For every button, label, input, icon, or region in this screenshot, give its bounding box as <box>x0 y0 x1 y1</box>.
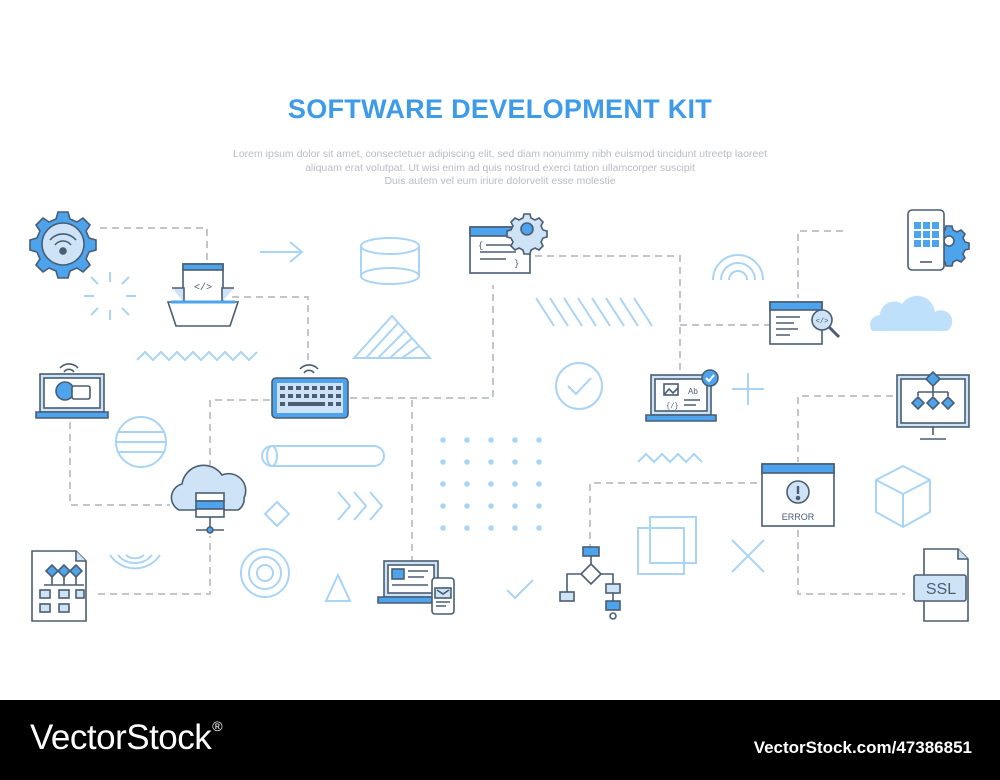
page-title: SOFTWARE DEVELOPMENT KIT <box>287 94 713 124</box>
diamond-icon <box>263 500 291 528</box>
icon-artwork: </> <box>29 209 970 622</box>
wifi-gear-icon <box>29 211 97 279</box>
chevrons-icon <box>337 491 384 521</box>
stock-image-id: VectorStock.com/47386851 <box>753 738 972 757</box>
x-icon <box>731 539 765 573</box>
code-tag-label: </> <box>194 282 212 294</box>
brand-logo: VectorStock® <box>30 718 223 758</box>
striped-triangle-icon <box>351 314 433 359</box>
description-line: Duis autem vel eum iriure dolorvelit ess… <box>384 175 616 187</box>
infographic-canvas: SOFTWARE DEVELOPMENT KIT Lorem ipsum dol… <box>29 94 970 622</box>
arc-rings-icon <box>712 254 764 281</box>
connector-lines <box>69 227 905 595</box>
ssl-file-icon: SSL <box>913 548 969 622</box>
ab-label: Ab <box>688 387 698 396</box>
svg-text:</>: </> <box>816 318 829 326</box>
description: Lorem ipsum dolor sit amet, consectetuer… <box>150 148 850 189</box>
code-search-icon: </> <box>769 301 841 345</box>
laptop-chat-icon <box>35 363 109 419</box>
triangle-icon <box>324 572 352 602</box>
description-line: aliquam erat volutpat. Ut wisi enim ad q… <box>305 161 695 174</box>
check-circle-icon <box>555 362 603 410</box>
error-label: ERROR <box>782 512 815 522</box>
wave-icon <box>637 452 703 464</box>
flowchart-icon <box>559 546 621 620</box>
arrow-right-icon <box>260 241 304 263</box>
sparkle-icon <box>84 272 136 320</box>
file-hierarchy-icon <box>31 550 87 622</box>
dot-grid <box>440 437 542 531</box>
pipe-icon <box>261 445 385 467</box>
decorations <box>84 237 953 602</box>
striped-circle-icon <box>115 416 167 468</box>
code-tray-icon: </> <box>166 263 240 327</box>
error-window-icon: ERROR <box>761 463 835 527</box>
half-circle-icon <box>109 554 161 570</box>
mobile-app-gear-icon <box>907 209 970 271</box>
cylinder-icon <box>360 237 420 285</box>
svg-text:}: } <box>514 259 519 269</box>
footer-bar <box>0 700 1000 780</box>
check-icon <box>506 579 534 600</box>
registered-mark: ® <box>212 718 223 734</box>
ssl-label: SSL <box>926 581 956 598</box>
plus-icon <box>732 373 764 405</box>
brand-name: VectorStock <box>30 718 212 757</box>
cloud-server-icon <box>170 464 247 534</box>
wifi-keyboard-icon <box>271 364 349 419</box>
cube-icon <box>875 464 931 529</box>
squares-icon <box>637 516 697 575</box>
description-line: Lorem ipsum dolor sit amet, consectetuer… <box>232 148 768 160</box>
laptop-design-check-icon: Ab {/} <box>645 369 719 422</box>
monitor-network-icon <box>896 370 970 440</box>
concentric-circles-icon <box>240 548 290 598</box>
code-tag-small-label: {/} <box>666 403 679 411</box>
diagonal-stripes-icon <box>535 297 653 327</box>
svg-text:{: { <box>478 241 483 251</box>
responsive-devices-icon <box>377 560 455 615</box>
code-window-gear-icon: { } <box>469 213 548 274</box>
zigzag-icon <box>136 350 258 362</box>
cloud-icon <box>870 295 953 331</box>
